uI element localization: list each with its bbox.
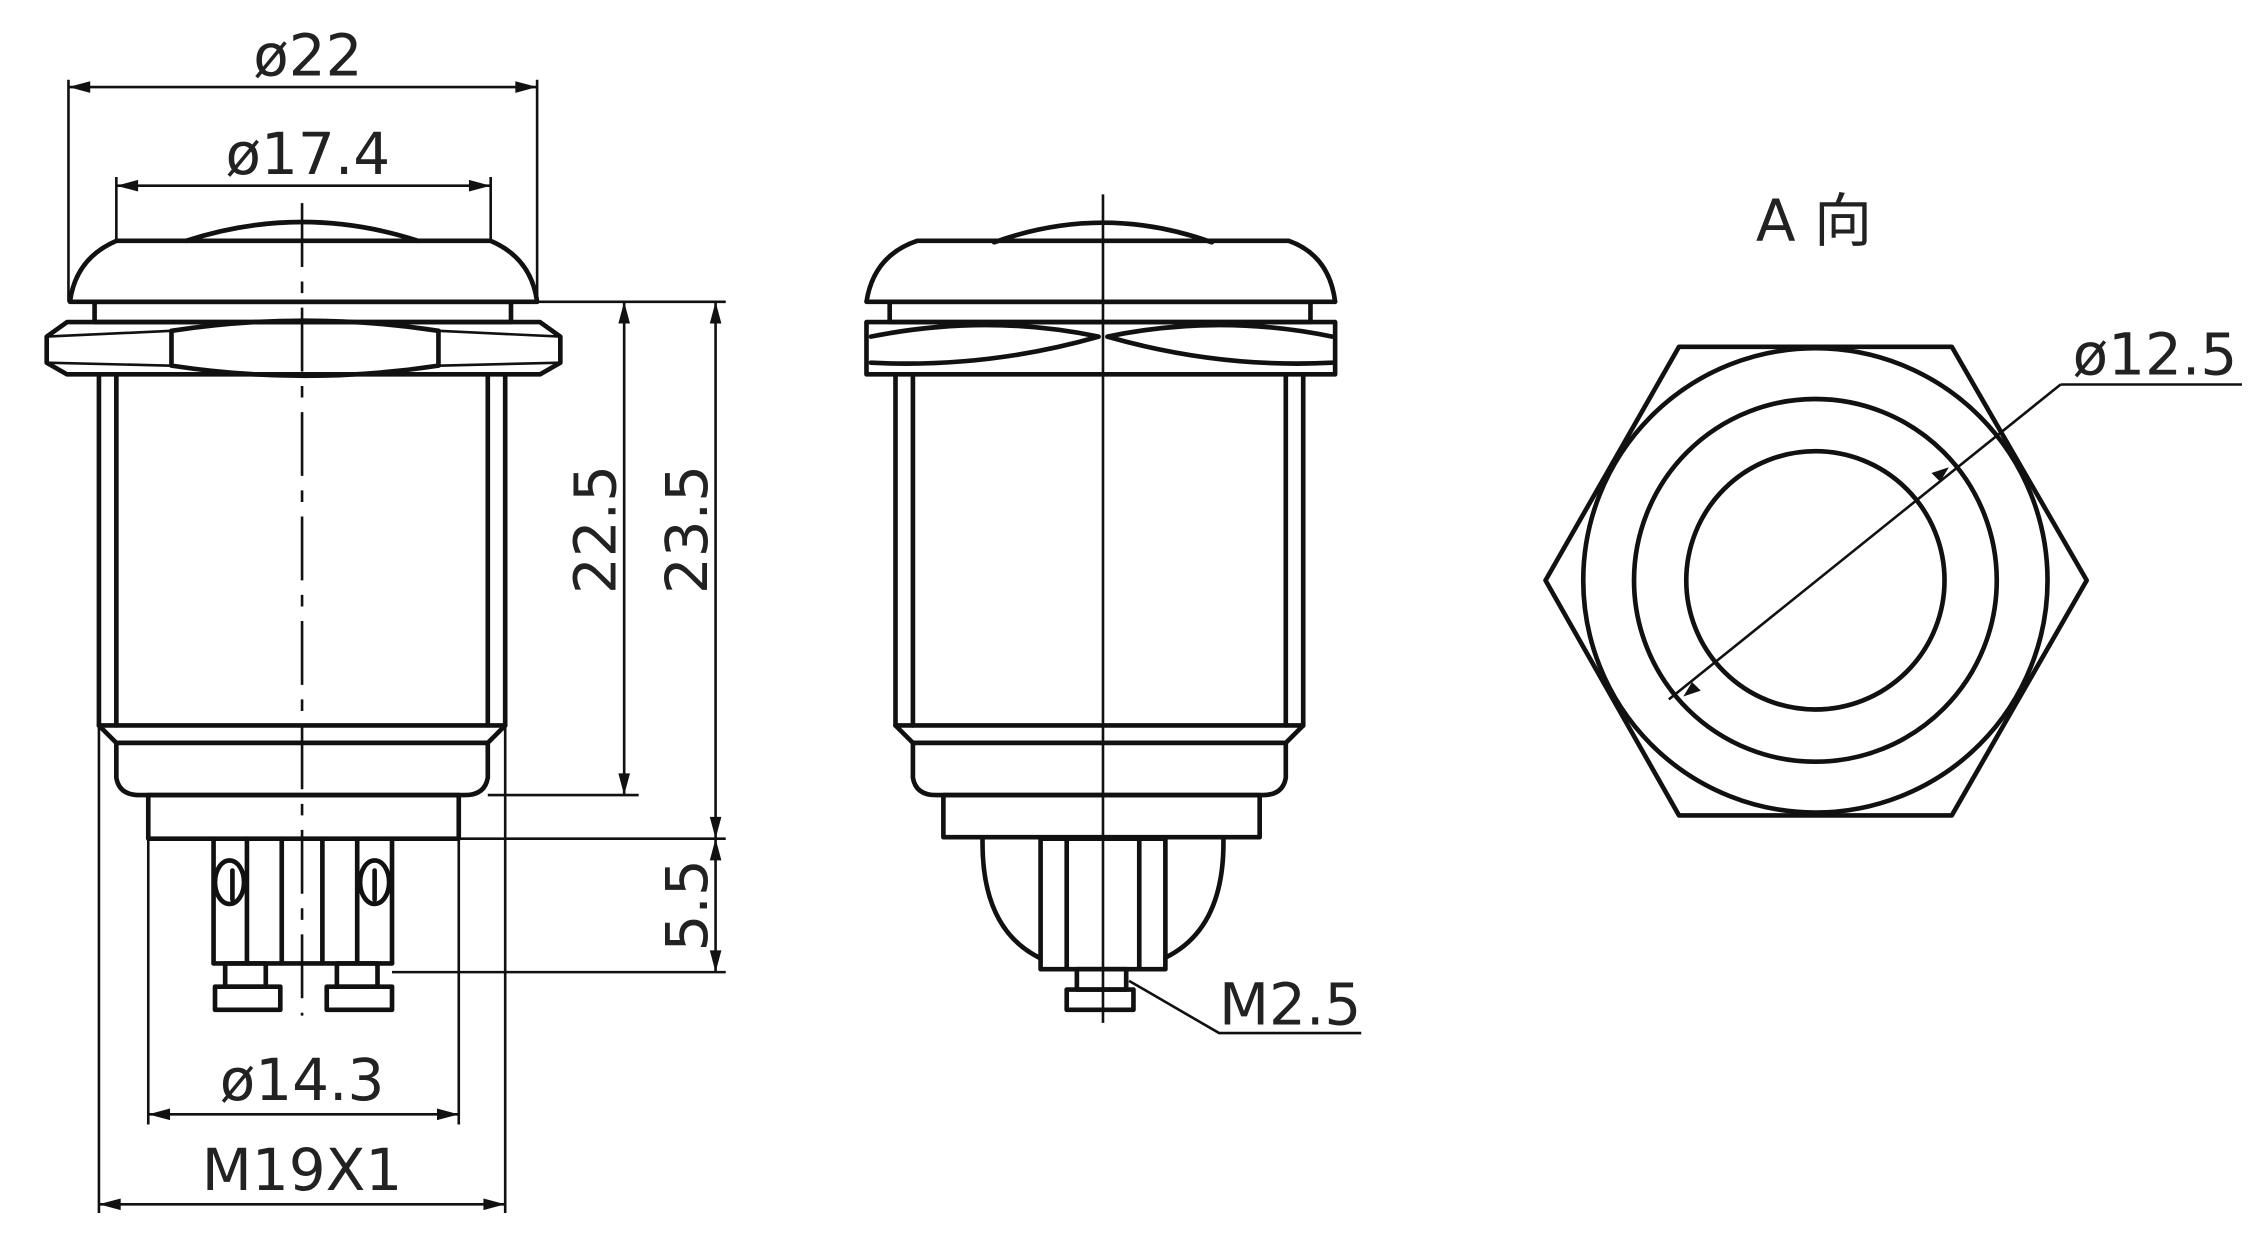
dim-cap-top-diameter: ø17.4 xyxy=(226,120,391,188)
dim-screw-thread: M2.5 xyxy=(1219,970,1361,1038)
view-label: A 向 xyxy=(1756,187,1872,255)
dim-base-diameter: ø14.3 xyxy=(220,1046,385,1114)
top-view: A 向 ø12.5 xyxy=(1543,187,2242,818)
side-view: M2.5 xyxy=(864,194,1361,1038)
dim-lens-diameter: ø12.5 xyxy=(2073,320,2238,388)
front-view: ø22 ø17.4 22.5 23.5 5.5 ø14.3 xyxy=(44,21,726,1213)
dim-body-height: 22.5 xyxy=(561,465,629,594)
dim-cap-diameter: ø22 xyxy=(253,21,362,89)
dim-total-height: 23.5 xyxy=(653,465,721,594)
dim-terminal-length: 5.5 xyxy=(653,859,721,951)
dim-thread: M19X1 xyxy=(202,1136,403,1204)
